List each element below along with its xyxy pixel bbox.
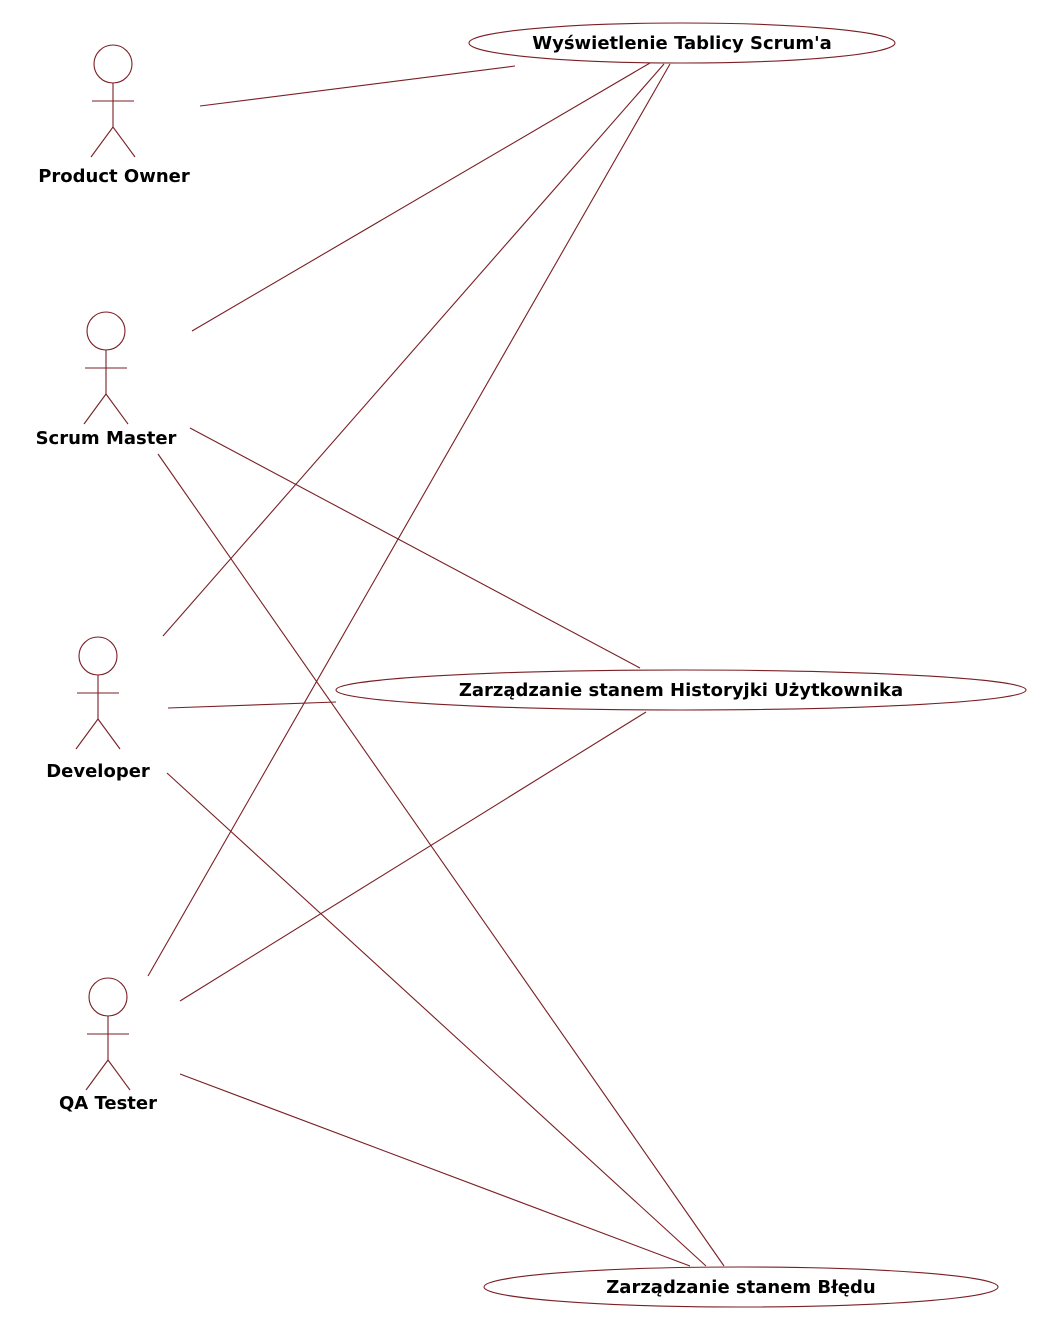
actor-left-leg (85, 1059, 109, 1091)
association-developer-scrum-board (162, 63, 665, 637)
association-product-owner-scrum-board (199, 65, 516, 107)
actor-product-owner[interactable]: Product Owner (38, 44, 190, 187)
actor-qa-tester[interactable]: QA Tester (59, 977, 157, 1114)
actor-label: Scrum Master (36, 428, 177, 449)
actor-head (88, 977, 128, 1017)
actor-label: Product Owner (38, 166, 190, 187)
association-scrum-master-user-story-state (189, 427, 641, 669)
use-case-user-story-state[interactable]: Zarządzanie stanem Historyjki Użytkownik… (335, 669, 1027, 711)
use-case-ellipse (483, 1266, 999, 1308)
actor-left-leg (75, 718, 99, 750)
actor-right-leg (112, 126, 136, 158)
actor-head (78, 636, 118, 676)
actor-right-leg (107, 1059, 131, 1091)
use-case-scrum-board[interactable]: Wyświetlenie Tablicy Scrum'a (468, 22, 896, 64)
actor-label: QA Tester (59, 1093, 157, 1114)
actor-developer[interactable]: Developer (46, 636, 150, 782)
use-case-ellipse (335, 669, 1027, 711)
use-case-ellipse (468, 22, 896, 64)
use-case-bug-state[interactable]: Zarządzanie stanem Błędu (483, 1266, 999, 1308)
actor-label: Developer (46, 761, 150, 782)
use-cases-layer: Wyświetlenie Tablicy Scrum'aZarządzanie … (335, 22, 1027, 1308)
actor-right-leg (97, 718, 121, 750)
association-qa-tester-scrum-board (147, 63, 671, 977)
actor-scrum-master[interactable]: Scrum Master (36, 311, 177, 449)
use-case-label: Zarządzanie stanem Błędu (606, 1277, 875, 1298)
association-scrum-master-scrum-board (191, 62, 651, 332)
association-developer-user-story-state (167, 701, 337, 709)
association-qa-tester-user-story-state (179, 711, 647, 1002)
actor-head (93, 44, 133, 84)
association-qa-tester-bug-state (179, 1073, 691, 1267)
actor-head (86, 311, 126, 351)
association-scrum-master-bug-state (157, 453, 725, 1267)
actor-left-leg (83, 393, 107, 425)
actor-left-leg (90, 126, 114, 158)
actor-right-leg (105, 393, 129, 425)
associations-layer (147, 62, 725, 1267)
use-case-label: Zarządzanie stanem Historyjki Użytkownik… (459, 680, 903, 701)
association-developer-bug-state (166, 772, 707, 1267)
use-case-label: Wyświetlenie Tablicy Scrum'a (532, 33, 832, 54)
